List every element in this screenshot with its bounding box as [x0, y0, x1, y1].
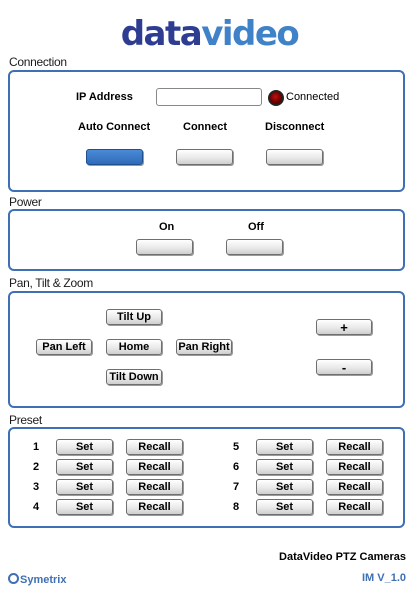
- home-button[interactable]: Home: [106, 339, 162, 355]
- connection-section-title: Connection: [9, 55, 67, 69]
- preset-number: 7: [232, 481, 240, 493]
- tilt-up-button[interactable]: Tilt Up: [106, 309, 162, 325]
- preset-2-set-button[interactable]: Set: [56, 459, 113, 475]
- preset-8-set-button[interactable]: Set: [256, 499, 313, 515]
- disconnect-label: Disconnect: [265, 121, 325, 133]
- zoom-in-button[interactable]: +: [316, 319, 372, 335]
- auto-connect-label: Auto Connect: [78, 121, 151, 133]
- power-off-button[interactable]: [226, 239, 283, 255]
- preset-5-recall-button[interactable]: Recall: [326, 439, 383, 455]
- power-panel: [8, 209, 405, 271]
- preset-3-recall-button[interactable]: Recall: [126, 479, 183, 495]
- connection-status-text: Connected: [286, 91, 340, 103]
- preset-number: 2: [32, 461, 40, 473]
- preset-5-set-button[interactable]: Set: [256, 439, 313, 455]
- disconnect-button[interactable]: [266, 149, 323, 165]
- preset-number: 5: [232, 441, 240, 453]
- preset-2-recall-button[interactable]: Recall: [126, 459, 183, 475]
- pan-right-button[interactable]: Pan Right: [176, 339, 232, 355]
- preset-number: 1: [32, 441, 40, 453]
- ptz-section-title: Pan, Tilt & Zoom: [9, 276, 93, 290]
- ip-address-label: IP Address: [76, 91, 133, 103]
- pan-left-button[interactable]: Pan Left: [36, 339, 92, 355]
- product-title: DataVideo PTZ Cameras: [279, 551, 406, 563]
- preset-number: 6: [232, 461, 240, 473]
- preset-1-recall-button[interactable]: Recall: [126, 439, 183, 455]
- symetrix-logo: Symetrix: [8, 573, 66, 586]
- power-on-button[interactable]: [136, 239, 193, 255]
- preset-section-title: Preset: [9, 413, 42, 427]
- power-section-title: Power: [9, 195, 42, 209]
- preset-number: 4: [32, 501, 40, 513]
- auto-connect-button[interactable]: [86, 149, 143, 165]
- version-label: IM V_1.0: [361, 572, 406, 584]
- preset-1-set-button[interactable]: Set: [56, 439, 113, 455]
- logo-part-data: data: [120, 14, 203, 54]
- preset-7-set-button[interactable]: Set: [256, 479, 313, 495]
- zoom-out-button[interactable]: -: [316, 359, 372, 375]
- connection-status-led: [268, 90, 284, 106]
- preset-6-set-button[interactable]: Set: [256, 459, 313, 475]
- preset-number: 8: [232, 501, 240, 513]
- connect-label: Connect: [183, 121, 227, 133]
- ip-address-input[interactable]: [156, 88, 262, 106]
- connect-button[interactable]: [176, 149, 233, 165]
- preset-number: 3: [32, 481, 40, 493]
- symetrix-label: Symetrix: [20, 574, 67, 586]
- preset-6-recall-button[interactable]: Recall: [326, 459, 383, 475]
- symetrix-icon: [8, 573, 19, 584]
- power-on-label: On: [159, 221, 175, 233]
- preset-4-recall-button[interactable]: Recall: [126, 499, 183, 515]
- tilt-down-button[interactable]: Tilt Down: [106, 369, 162, 385]
- datavideo-logo: datavideo: [0, 12, 419, 56]
- preset-8-recall-button[interactable]: Recall: [326, 499, 383, 515]
- logo-part-video: video: [201, 14, 300, 54]
- preset-4-set-button[interactable]: Set: [56, 499, 113, 515]
- preset-3-set-button[interactable]: Set: [56, 479, 113, 495]
- preset-7-recall-button[interactable]: Recall: [326, 479, 383, 495]
- power-off-label: Off: [248, 221, 264, 233]
